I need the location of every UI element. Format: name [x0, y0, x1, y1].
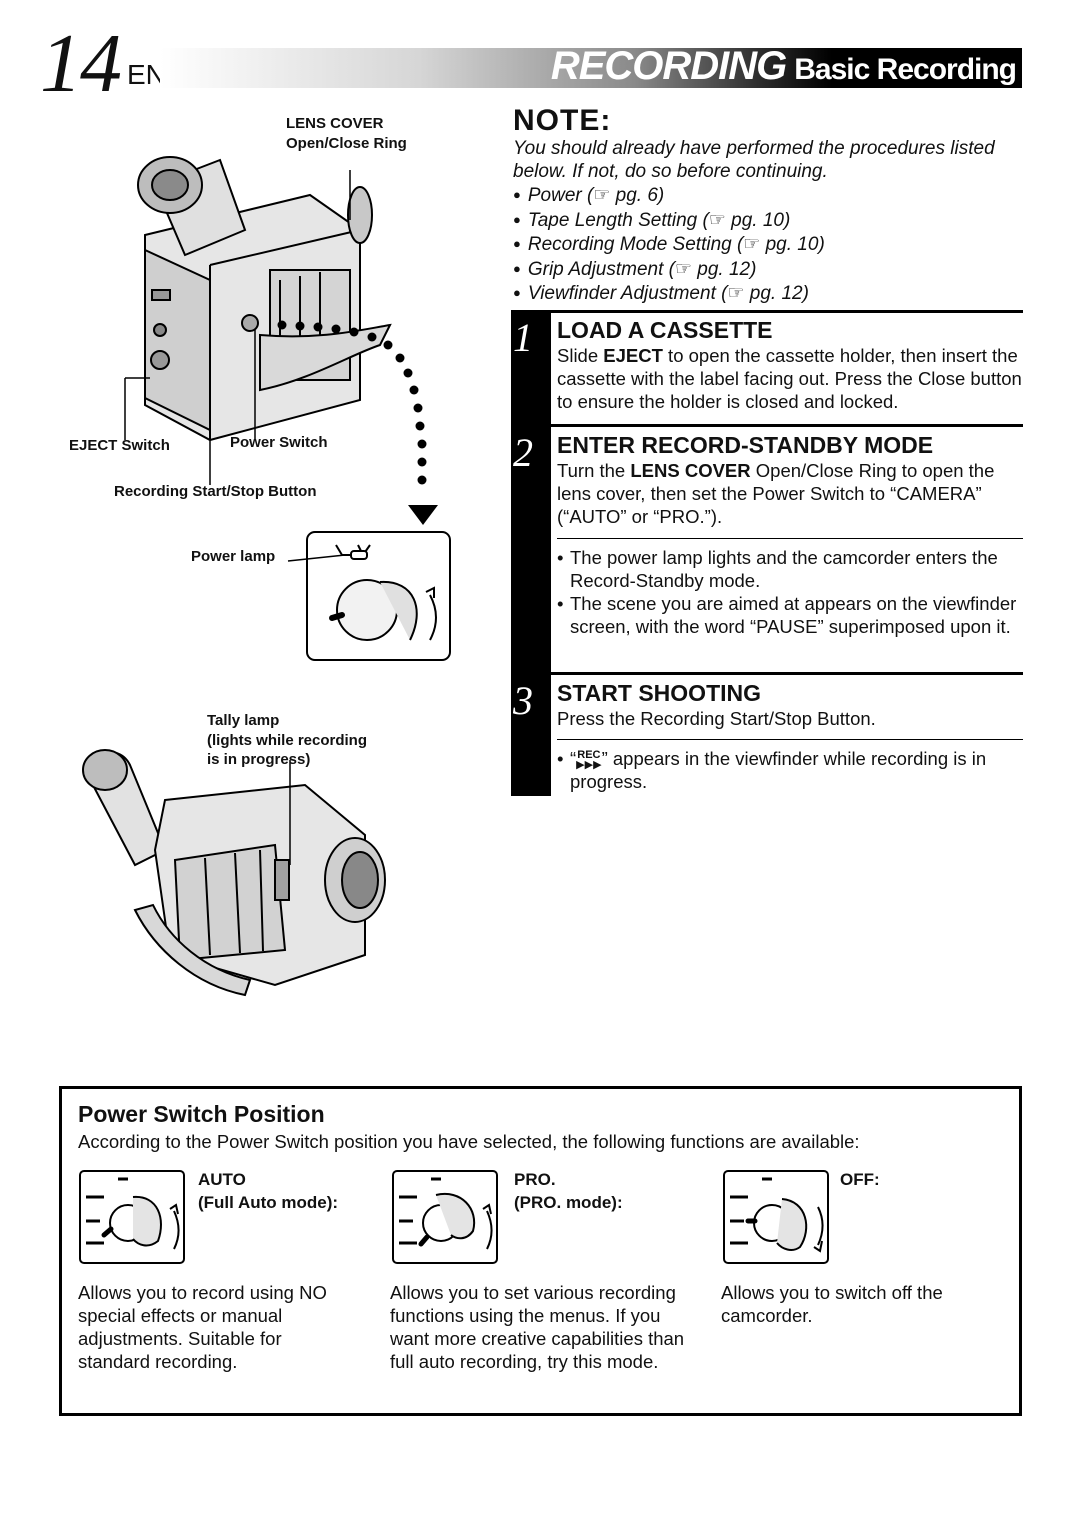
mode-auto-text: Allows you to record using NO special ef… — [78, 1282, 327, 1372]
step-1-body-pre: Slide — [557, 345, 604, 366]
subsection-name: Basic Recording — [794, 53, 1017, 86]
step-1-body: Slide EJECT to open the cassette holder,… — [557, 344, 1023, 413]
list-item: Viewfinder Adjustment (☞ pg. 12) — [513, 282, 825, 307]
step-2-divider — [557, 538, 1023, 539]
mode-pro-label: PRO. — [514, 1170, 556, 1189]
page-language: EN — [127, 59, 166, 90]
psp-description: According to the Power Switch position y… — [78, 1131, 860, 1152]
eject-switch-label: EJECT Switch — [69, 437, 170, 454]
lens-cover-label: LENS COVER — [286, 115, 384, 132]
note-intro: You should already have performed the pr… — [513, 138, 995, 182]
step-3-bullet-post: ” appears in the viewfinder while record… — [570, 748, 987, 793]
step-2-body: Turn the LENS COVER Open/Close Ring to o… — [557, 459, 1023, 528]
note-title: NOTE: — [513, 104, 612, 137]
step-2-rule — [551, 424, 1023, 427]
step-3-rule — [551, 672, 1023, 675]
tally-note-line1: (lights while recording — [207, 732, 368, 749]
step-2-body-bold: LENS COVER — [630, 460, 751, 481]
step-1-rule — [551, 310, 1023, 313]
step-1-title: LOAD A CASSETTE — [557, 317, 773, 343]
list-item: Power (☞ pg. 6) — [513, 184, 825, 209]
step-3-bullet-pre: “ — [570, 748, 577, 769]
psp-title: Power Switch Position — [78, 1101, 325, 1127]
power-switch-position-box — [59, 1086, 1022, 1416]
tally-note-line2: is in progress) — [207, 751, 311, 768]
note-list: Power (☞ pg. 6) Tape Length Setting (☞ p… — [513, 184, 825, 307]
list-item: Tape Length Setting (☞ pg. 10) — [513, 209, 825, 234]
page-number: 14 — [40, 17, 122, 110]
step-1-number: 1 — [513, 315, 533, 360]
mode-auto-sub: (Full Auto mode): — [198, 1193, 339, 1212]
step-2-number: 2 — [513, 430, 533, 475]
step-2-body-post: Open/Close Ring to open the lens cover, … — [557, 460, 995, 527]
step-2-bullet: The scene you are aimed at appears on th… — [557, 592, 1023, 638]
camcorder-top-illustration — [124, 156, 451, 661]
list-item: Recording Mode Setting (☞ pg. 10) — [513, 233, 825, 258]
rec-button-label: Recording Start/Stop Button — [114, 483, 317, 500]
tally-lamp-label: Tally lamp — [207, 712, 280, 729]
rec-indicator-icon: REC▶▶▶ — [576, 749, 602, 772]
step-1-body-bold: EJECT — [603, 345, 663, 366]
mode-off-label: OFF: — [840, 1170, 880, 1189]
rec-icon-text: REC — [577, 749, 601, 762]
auto-switch-dial-icon — [79, 1170, 185, 1264]
mode-off-text: Allows you to switch off the camcorder. — [721, 1282, 943, 1326]
mode-auto-label: AUTO — [198, 1170, 246, 1189]
step-3-bullet: “REC▶▶▶” appears in the viewfinder while… — [557, 747, 1023, 793]
step-1-body-post: to open the cassette holder, then insert… — [557, 345, 1022, 412]
mode-pro-sub: (PRO. mode): — [514, 1193, 623, 1212]
step-2-bullet: The power lamp lights and the camcorder … — [557, 546, 1023, 592]
pro-switch-dial-icon — [392, 1170, 498, 1264]
section-name: RECORDING — [550, 44, 787, 88]
off-switch-dial-icon — [723, 1170, 829, 1264]
header-bar — [160, 48, 1022, 88]
open-close-ring-label: Open/Close Ring — [286, 135, 407, 152]
step-3-divider — [557, 739, 1023, 740]
step-2-body-pre: Turn the — [557, 460, 631, 481]
mode-pro-text: Allows you to set various recording func… — [390, 1282, 685, 1372]
power-switch-label: Power Switch — [230, 434, 328, 451]
step-3-title: START SHOOTING — [557, 680, 762, 706]
step-3-body: Press the Recording Start/Stop Button. — [557, 708, 876, 729]
power-lamp-label: Power lamp — [191, 548, 276, 565]
step-3-number: 3 — [513, 678, 533, 723]
steps-sidebar-bar — [511, 310, 551, 796]
list-item: Grip Adjustment (☞ pg. 12) — [513, 258, 825, 283]
step-2-title: ENTER RECORD-STANDBY MODE — [557, 432, 934, 458]
camcorder-side-illustration — [82, 749, 386, 997]
